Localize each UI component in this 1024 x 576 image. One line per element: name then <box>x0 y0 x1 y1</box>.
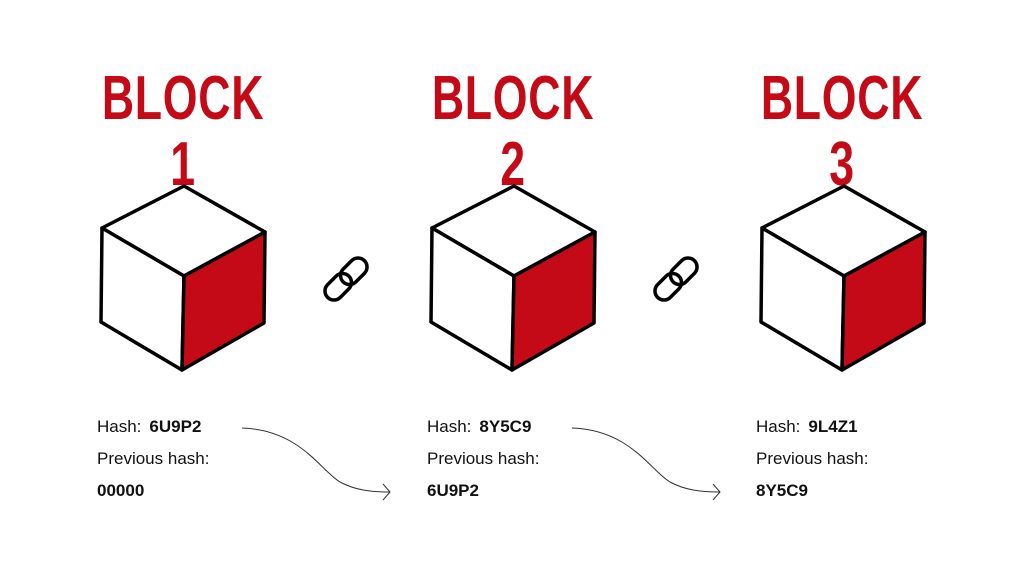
block-2-cube-icon <box>429 184 597 372</box>
arrow-icon <box>571 427 721 501</box>
previous-hash-value: 6U9P2 <box>427 481 479 500</box>
previous-hash-value: 00000 <box>97 481 145 500</box>
previous-hash-value: 8Y5C9 <box>756 481 808 500</box>
link-icon <box>319 252 373 306</box>
link-icon <box>649 252 703 306</box>
previous-hash-label: Previous hash: <box>97 449 210 468</box>
arrow-icon <box>241 427 391 501</box>
hash-label: Hash: <box>97 417 142 436</box>
block-3-info: Hash: 9L4Z1 Previous hash: 8Y5C9 <box>756 411 868 507</box>
hash-value: 6U9P2 <box>149 417 202 436</box>
block-2-title: BLOCK 2 <box>431 64 595 199</box>
previous-hash-label: Previous hash: <box>756 449 869 468</box>
block-1-info: Hash: 6U9P2 Previous hash: 00000 <box>97 411 209 507</box>
previous-hash-label: Previous hash: <box>427 449 540 468</box>
block-3-cube-icon <box>759 184 927 372</box>
hash-label: Hash: <box>427 417 472 436</box>
hash-label: Hash: <box>756 417 801 436</box>
block-3-title: BLOCK 3 <box>760 64 924 199</box>
hash-value: 8Y5C9 <box>479 417 532 436</box>
block-1-title: BLOCK 1 <box>101 64 265 199</box>
hash-value: 9L4Z1 <box>808 417 858 436</box>
block-2-info: Hash: 8Y5C9 Previous hash: 6U9P2 <box>427 411 539 507</box>
block-1-cube-icon <box>99 184 267 372</box>
